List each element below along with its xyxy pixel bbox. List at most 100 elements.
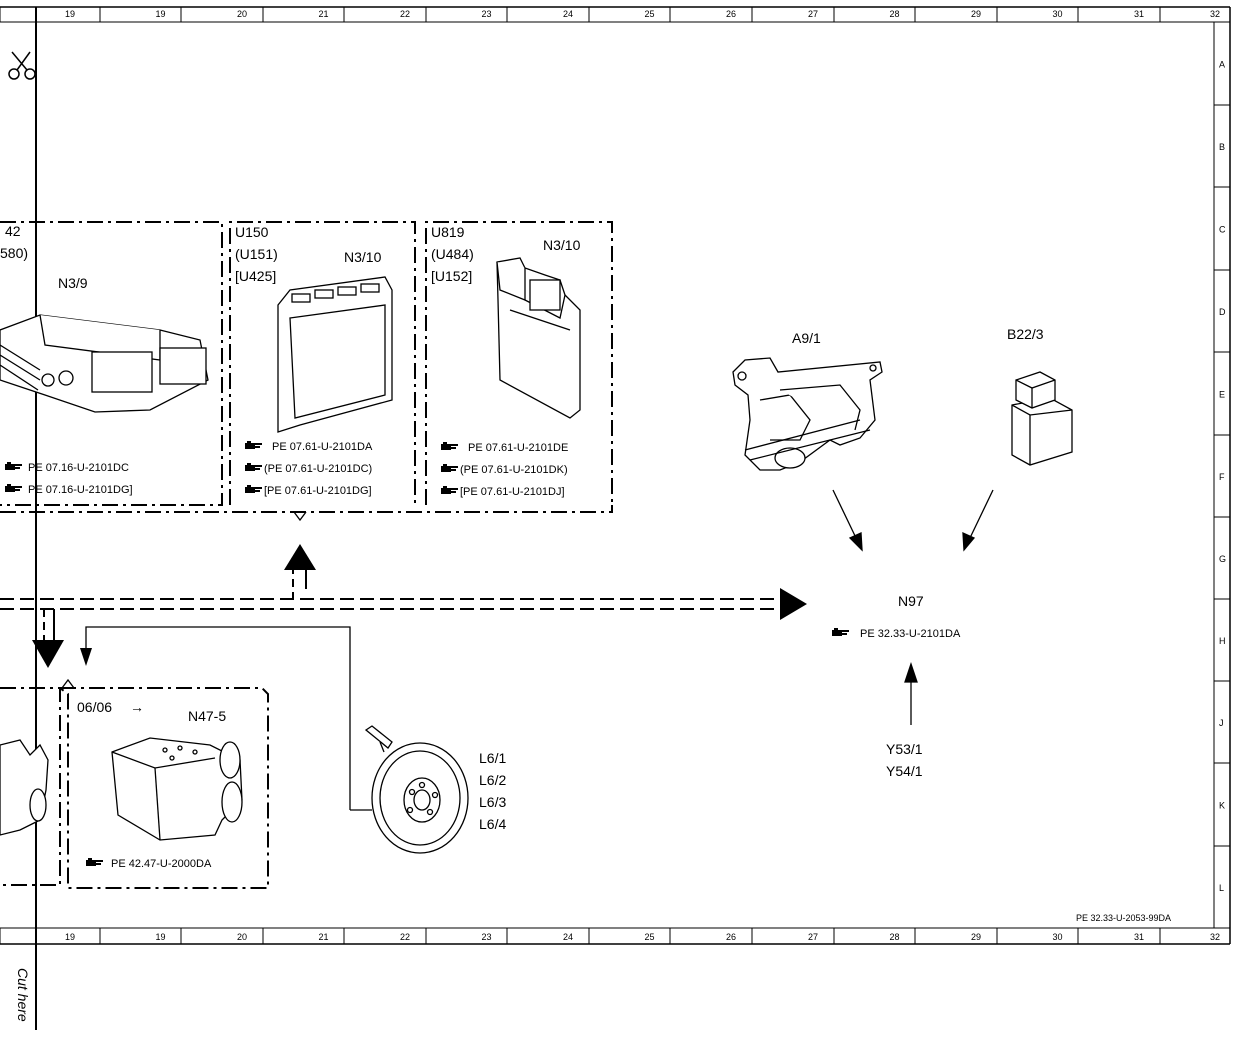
u819-code-3: [U152]	[431, 268, 472, 284]
row-label: C	[1219, 225, 1226, 235]
row-label: L	[1219, 883, 1224, 893]
l6-1-label: L6/1	[479, 750, 506, 766]
control-unit-n3-10-illustration	[277, 276, 393, 433]
hydraulic-unit-illustration	[111, 737, 243, 841]
column-label: 29	[971, 9, 981, 19]
n97-label: N97	[898, 593, 924, 609]
n47-5-date-arrow: →	[130, 699, 144, 715]
drawing-frame	[0, 6, 1231, 1030]
column-label: 28	[890, 932, 900, 942]
can-bus-arrowheads	[32, 544, 807, 668]
compressor-a9-1-illustration	[732, 357, 883, 471]
row-label: G	[1219, 554, 1226, 564]
manual-reference-hand-icon	[441, 486, 458, 494]
n3-9-ref-1: PE 07.16-U-2101DC	[28, 462, 129, 474]
brake-disc-sensor-illustration	[364, 725, 469, 854]
row-label: D	[1219, 307, 1226, 317]
column-label: 20	[237, 9, 247, 19]
column-label: 27	[808, 9, 818, 19]
n47-5-label: N47-5	[188, 708, 226, 724]
box-lower-left	[0, 687, 61, 886]
n3-9-code-1: 42	[5, 223, 21, 239]
u819-ref-3: [PE 07.61-U-2101DJ]	[460, 486, 565, 498]
u150-ref-3: [PE 07.61-U-2101DG]	[264, 485, 372, 497]
column-label: 32	[1210, 932, 1220, 942]
row-label: F	[1219, 472, 1225, 482]
column-label: 19	[65, 9, 75, 19]
u150-code-3: [U425]	[235, 268, 276, 284]
u819-ref-2: (PE 07.61-U-2101DK)	[460, 464, 568, 476]
u819-ref-1: PE 07.61-U-2101DE	[468, 442, 568, 454]
column-label: 31	[1134, 932, 1144, 942]
column-label: 21	[319, 932, 329, 942]
column-label: 23	[482, 9, 492, 19]
cut-here-label: Cut here	[15, 968, 31, 1022]
column-label: 23	[482, 932, 492, 942]
n3-9-ref-2: PE 07.16-U-2101DG]	[28, 484, 133, 496]
u819-code-2: (U484)	[431, 246, 474, 262]
y54-1-label: Y54/1	[886, 763, 923, 779]
control-unit-n3-10-side-illustration	[496, 257, 581, 419]
column-label: 19	[156, 9, 166, 19]
can-bus-lines	[0, 566, 782, 811]
u150-ref-1: PE 07.61-U-2101DA	[272, 441, 373, 453]
column-label: 22	[400, 932, 410, 942]
row-label: J	[1219, 718, 1224, 728]
column-label: 31	[1134, 9, 1144, 19]
column-label: 25	[645, 9, 655, 19]
row-label: K	[1219, 801, 1225, 811]
column-label: 24	[563, 9, 573, 19]
column-label: 32	[1210, 9, 1220, 19]
scissors-icon	[8, 51, 36, 80]
manual-reference-hand-icon	[245, 441, 262, 449]
l6-2-label: L6/2	[479, 772, 506, 788]
manual-reference-hand-icon	[245, 463, 262, 471]
n3-9-label: N3/9	[58, 275, 88, 291]
column-label: 22	[400, 9, 410, 19]
column-label: 25	[645, 932, 655, 942]
u150-ref-2: (PE 07.61-U-2101DC)	[264, 463, 372, 475]
manual-reference-hand-icon	[441, 442, 458, 450]
u150-component: N3/10	[344, 249, 382, 265]
drawing-number: PE 32.33-U-2053-99DA	[1076, 913, 1171, 923]
column-label: 26	[726, 932, 736, 942]
manual-reference-hand-icon	[245, 485, 262, 493]
b22-3-label: B22/3	[1007, 326, 1044, 342]
box-n47-5: 06/06 → N47-5 PE 42.47-U-2000DA	[57, 678, 269, 889]
column-label: 30	[1053, 932, 1063, 942]
column-label: 19	[156, 932, 166, 942]
column-label: 28	[890, 9, 900, 19]
n97-ref: PE 32.33-U-2101DA	[860, 628, 961, 640]
sensor-b22-3-illustration	[1011, 371, 1073, 466]
manual-reference-hand-icon	[441, 464, 458, 472]
u150-code-1: U150	[235, 224, 269, 240]
y53-1-label: Y53/1	[886, 741, 923, 757]
box-n3-10-u150: U150 (U151) [U425] N3/10 PE 07.61-U-2101…	[229, 221, 416, 505]
column-label: 24	[563, 932, 573, 942]
u819-component: N3/10	[543, 237, 581, 253]
box-n3-10-u819: U819 (U484) [U152] N3/10 PE 07.61-U-2101…	[425, 221, 613, 505]
column-label: 26	[726, 9, 736, 19]
u819-code-1: U819	[431, 224, 465, 240]
l6-3-label: L6/3	[479, 794, 506, 810]
row-label: A	[1219, 60, 1225, 70]
column-label: 27	[808, 932, 818, 942]
manual-reference-hand-icon	[86, 858, 103, 866]
a9-1-label: A9/1	[792, 330, 821, 346]
column-label: 29	[971, 932, 981, 942]
manual-reference-hand-icon	[832, 628, 849, 636]
control-unit-n3-9-illustration	[0, 314, 209, 413]
n3-9-code-2: 580)	[0, 245, 28, 261]
column-label: 21	[319, 9, 329, 19]
n47-5-ref: PE 42.47-U-2000DA	[111, 858, 212, 870]
u150-code-2: (U151)	[235, 246, 278, 262]
row-label: H	[1219, 636, 1226, 646]
manual-reference-hand-icon	[5, 484, 22, 492]
row-label: E	[1219, 390, 1225, 400]
column-label: 20	[237, 932, 247, 942]
n47-5-date: 06/06	[77, 699, 112, 715]
